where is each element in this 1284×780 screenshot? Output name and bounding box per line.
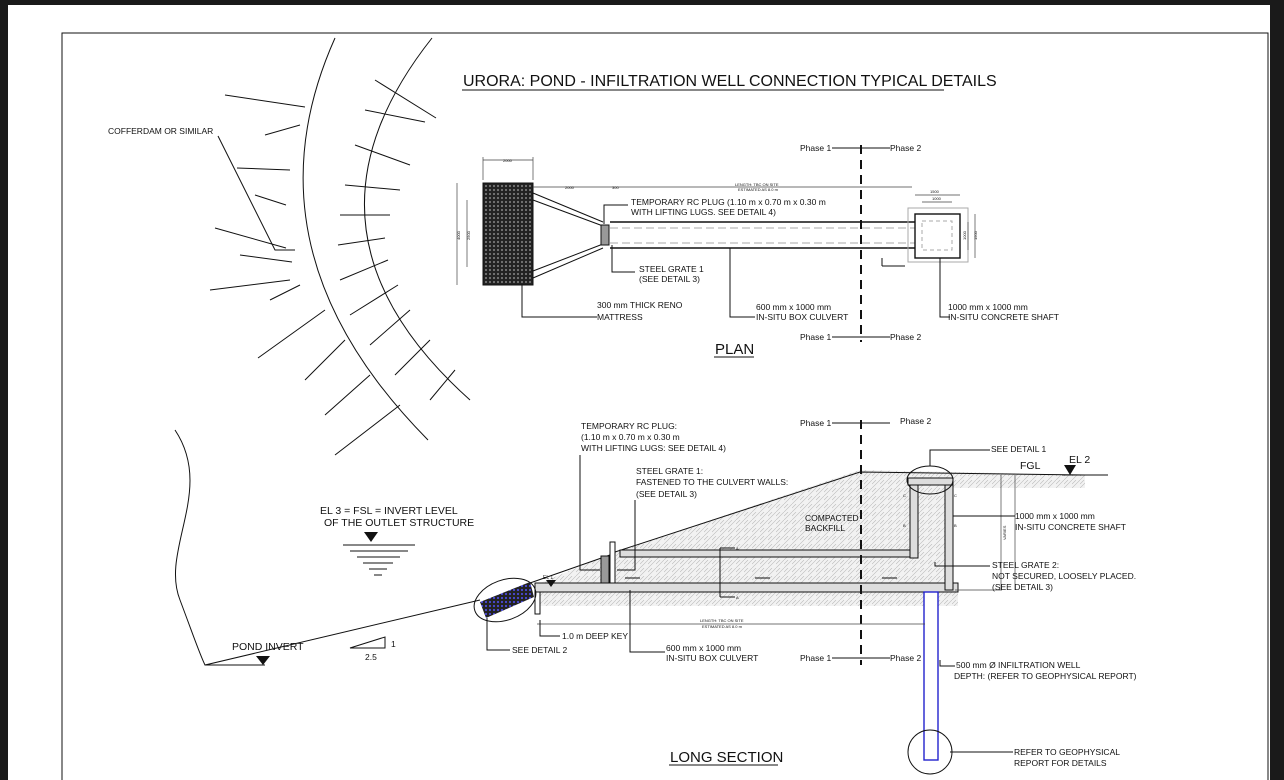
el2-label: EL 2 [1069,454,1090,466]
sec-grate1-2: FASTENED TO THE CULVERT WALLS: [636,477,788,487]
dim-length-2: ESTIMATED AS 8.0 m [738,187,779,192]
backfill-1: COMPACTED [805,513,859,523]
sec-grate1-3: (SEE DETAIL 3) [636,489,697,499]
long-section-view [174,420,1108,775]
plan-phase1-top: Phase 1 [800,143,831,153]
grate2-1: STEEL GRATE 2: [992,560,1059,570]
cofferdam-leader [217,135,295,251]
slope-triangle [349,636,386,649]
sec-length-2: ESTIMATED AS 8.0 m [702,624,743,629]
dim-length-1: LENGTH: TBC ON SITE [735,182,779,187]
sec-phase2-bottom: Phase 2 [890,653,921,663]
grate2-3: (SEE DETAIL 3) [992,582,1053,592]
drawing-canvas: URORA: POND - INFILTRATION WELL CONNECTI… [61,32,1269,780]
plan-phase2-bottom: Phase 2 [890,332,921,342]
dim-wing-length: 2000 [565,185,575,190]
section-heading: LONG SECTION [670,749,783,766]
varies-label: VARIES [1002,525,1007,540]
section-c-left: C [903,493,906,498]
sec-culvert-1: 600 mm x 1000 mm [666,643,741,653]
plan-heading: PLAN [715,341,754,358]
backfill-2: BACKFILL [805,523,845,533]
culvert-roof [619,549,911,558]
sec-plug-3: WITH LIFTING LUGS: SEE DETAIL 4) [581,443,726,453]
drawing-sheet: URORA: POND - INFILTRATION WELL CONNECTI… [8,5,1270,780]
plan-grate-2: (SEE DETAIL 3) [639,274,700,284]
grate1-section [609,541,616,584]
section-c-right: C [954,493,957,498]
section-b-right: B [954,523,957,528]
fgl-label: FGL [1020,460,1041,472]
plan-shaft-1: 1000 mm x 1000 mm [948,302,1028,312]
section-a-top: A [736,546,739,551]
cofferdam-label: COFFERDAM OR SIMILAR [108,126,213,136]
dim-shaft-inner: 1000 [932,196,942,201]
pond-profile [174,429,481,666]
plan-phase2-top: Phase 2 [890,143,921,153]
sec-grate1-1: STEEL GRATE 1: [636,466,703,476]
culvert-floor [534,582,959,593]
dim-wing-height: 2500 [466,230,471,240]
culvert-plan [610,221,915,249]
el3-1: EL 3 = FSL = INVERT LEVEL [320,505,458,517]
sec-shaft-2: IN-SITU CONCRETE SHAFT [1015,522,1126,532]
dim-shaft-outer: 1500 [930,189,940,194]
el3-2: OF THE OUTLET STRUCTURE [324,517,474,529]
reno-mattress-plan [482,182,534,286]
plan-shaft-2: IN-SITU CONCRETE SHAFT [948,312,1059,322]
sec-phase2-top: Phase 2 [900,416,931,426]
plan-culvert-1: 600 mm x 1000 mm [756,302,831,312]
dim-reno-height: 4000 [456,230,461,240]
pond-invert-marker [256,656,270,665]
sec-length-1: LENGTH: TBC ON SITE [700,618,744,623]
detail2-callout [473,577,537,623]
slope-h: 2.5 [365,652,377,662]
dim-shaft-inner-v: 1000 [962,230,967,240]
sec-shaft-1: 1000 mm x 1000 mm [1015,511,1095,521]
plan-reno-1: 300 mm THICK RENO [597,300,683,310]
deep-key [534,591,541,615]
sec-phase1-top: Phase 1 [800,418,831,428]
see-detail-2: SEE DETAIL 2 [512,645,568,655]
sec-plug-2: (1.10 m x 0.70 m x 0.30 m [581,432,680,442]
plan-grate-1: STEEL GRATE 1 [639,264,704,274]
sheet-border [61,32,1269,780]
see-detail-1: SEE DETAIL 1 [991,444,1047,454]
pond-invert-label: POND INVERT [232,641,304,653]
deep-key-label: 1.0 m DEEP KEY [562,631,628,641]
well-2: DEPTH: (REFER TO GEOPHYSICAL REPORT) [954,671,1137,681]
plan-phase1-bottom: Phase 1 [800,332,831,342]
shaft-top [907,477,954,486]
shaft-wall-right [944,477,954,591]
plan-plug-1: TEMPORARY RC PLUG (1.10 m x 0.70 m x 0.3… [631,197,826,207]
dim-shaft-outer-v: 1500 [973,230,978,240]
geo-1: REFER TO GEOPHYSICAL [1014,747,1120,757]
plan-culvert-2: IN-SITU BOX CULVERT [756,312,848,322]
wing-walls [532,192,604,279]
plan-view: 2000 2000 300 LENGTH: TBC ON SITE ESTIMA… [456,145,978,342]
el1-label: EL 1 [543,575,553,581]
grate2-2: NOT SECURED, LOOSELY PLACED. [992,571,1136,581]
sec-culvert-2: IN-SITU BOX CULVERT [666,653,758,663]
el2-marker [1064,465,1076,475]
geo-2: REPORT FOR DETAILS [1014,758,1107,768]
plan-reno-2: MATTRESS [597,312,643,322]
plug-plan [600,224,610,246]
infiltration-well [923,591,939,761]
water-level-symbol [343,532,415,576]
section-b-left: B [903,523,906,528]
reno-mattress-section [480,582,534,618]
pond-bank-arcs [209,37,471,456]
dim-reno-width: 2000 [503,158,513,163]
section-a-bottom: A [736,595,739,600]
well-1: 500 mm Ø INFILTRATION WELL [956,660,1081,670]
sec-plug-1: TEMPORARY RC PLUG: [581,421,677,431]
plan-plug-2: WITH LIFTING LUGS. SEE DETAIL 4) [631,207,776,217]
drawing-title: URORA: POND - INFILTRATION WELL CONNECTI… [463,73,997,90]
dim-plug: 300 [612,185,619,190]
plug-section [600,555,610,584]
sec-phase1-bottom: Phase 1 [800,653,831,663]
slope-v: 1 [391,639,396,649]
